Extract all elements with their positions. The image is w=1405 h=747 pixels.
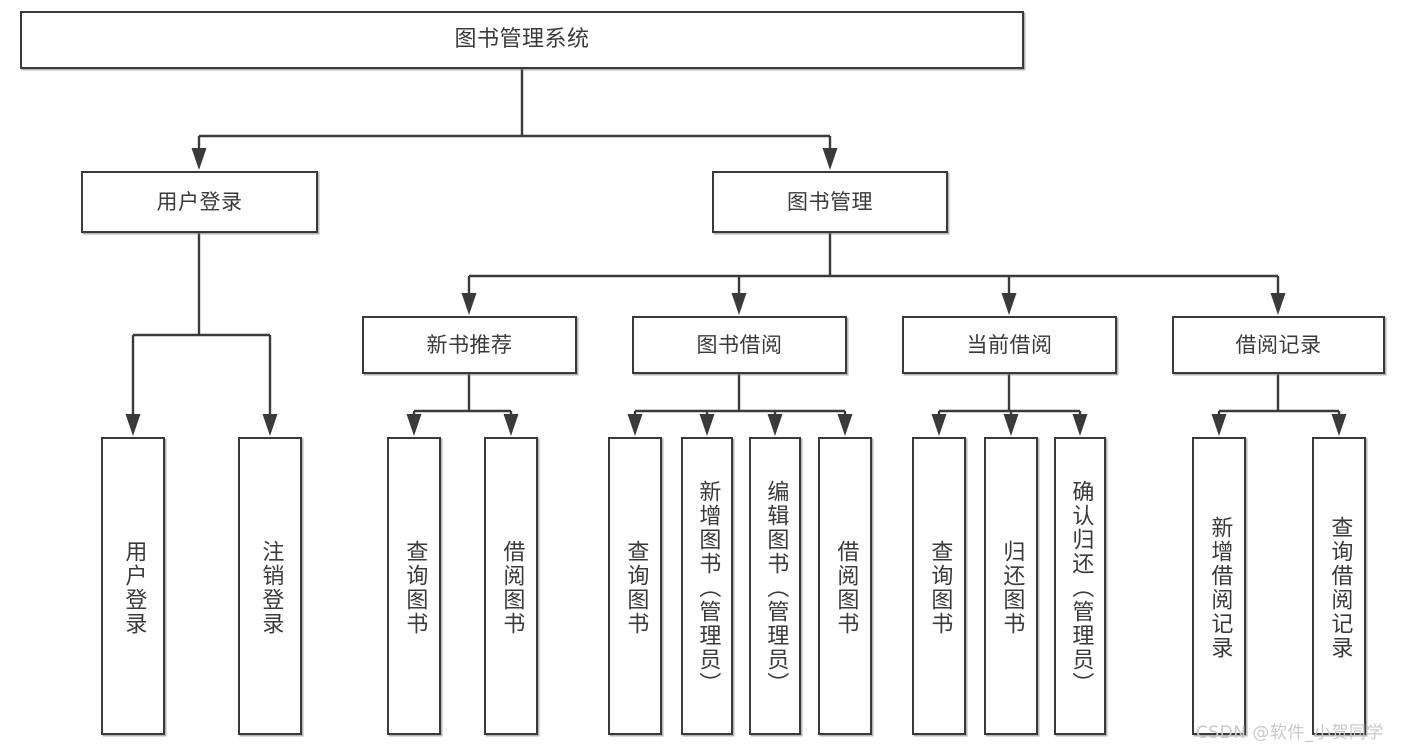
node-leaf-return-book[interactable]: 归还图书 <box>984 437 1038 735</box>
node-leaf-add-record-label: 新增借阅记录 <box>1207 516 1233 660</box>
node-leaf-query-book-3-label: 查询图书 <box>927 540 953 636</box>
node-root-label: 图书管理系统 <box>454 26 590 52</box>
arrow-current-borrow <box>1001 276 1017 315</box>
node-leaf-user-logout[interactable]: 注销登录 <box>238 437 302 735</box>
node-leaf-query-book-3[interactable]: 查询图书 <box>912 437 966 735</box>
arrow-leaf-borrow-book-1-head <box>503 414 519 436</box>
node-user-login-label: 用户登录 <box>156 189 243 214</box>
node-leaf-user-login-label: 用户登录 <box>121 540 147 636</box>
node-leaf-add-book[interactable]: 新增图书（管理员） <box>681 437 733 735</box>
node-new-book-recommend[interactable]: 新书推荐 <box>362 316 577 374</box>
arrow-book-manage-head <box>822 148 838 170</box>
arrow-leaf-query-book-2 <box>627 411 643 436</box>
bus-book-borrow <box>635 374 845 413</box>
arrow-leaf-edit-book-head <box>767 414 783 436</box>
arrow-book-borrow <box>731 276 747 315</box>
node-leaf-query-record[interactable]: 查询借阅记录 <box>1312 437 1366 735</box>
arrow-new-book-head <box>461 293 477 315</box>
arrow-leaf-add-record-head <box>1211 414 1227 436</box>
node-leaf-confirm-return-label: 确认归还（管理员） <box>1068 480 1094 696</box>
node-book-manage[interactable]: 图书管理 <box>712 171 948 233</box>
bus-current-borrow <box>939 374 1080 413</box>
arrow-leaf-borrow-book-2-head <box>837 414 853 436</box>
arrow-user-login-head <box>191 148 207 170</box>
node-leaf-user-login[interactable]: 用户登录 <box>101 437 165 735</box>
node-leaf-add-record[interactable]: 新增借阅记录 <box>1192 437 1246 735</box>
node-new-book-recommend-label: 新书推荐 <box>426 332 513 357</box>
node-leaf-borrow-book-2-label: 借阅图书 <box>833 540 859 636</box>
bus-root <box>199 69 830 138</box>
arrow-leaf-borrow-book-1 <box>503 411 519 436</box>
node-leaf-add-book-label: 新增图书（管理员） <box>695 480 721 696</box>
bus-book-manage <box>469 233 1278 278</box>
arrow-leaf-query-record-head <box>1331 414 1347 436</box>
arrow-leaf-user-login-head <box>125 414 141 436</box>
arrow-leaf-query-record <box>1331 411 1347 436</box>
bus-user-login <box>133 233 270 337</box>
node-leaf-query-book-1-label: 查询图书 <box>402 540 428 636</box>
arrow-book-borrow-head <box>731 293 747 315</box>
node-leaf-borrow-book-2[interactable]: 借阅图书 <box>818 437 872 735</box>
node-leaf-edit-book-label: 编辑图书（管理员） <box>763 480 789 696</box>
node-leaf-query-book-1[interactable]: 查询图书 <box>387 437 441 735</box>
node-current-borrow-label: 当前借阅 <box>966 332 1053 357</box>
node-leaf-return-book-label: 归还图书 <box>999 540 1025 636</box>
arrow-leaf-query-book-1 <box>406 411 422 436</box>
node-leaf-query-book-2[interactable]: 查询图书 <box>608 437 662 735</box>
node-borrow-record-label: 借阅记录 <box>1235 332 1322 357</box>
arrow-leaf-confirm-return-head <box>1072 414 1088 436</box>
node-leaf-query-record-label: 查询借阅记录 <box>1327 516 1353 660</box>
node-user-login[interactable]: 用户登录 <box>81 171 318 233</box>
arrow-leaf-confirm-return <box>1072 411 1088 436</box>
arrow-current-borrow-head <box>1001 293 1017 315</box>
arrow-leaf-edit-book <box>767 411 783 436</box>
arrow-leaf-user-login <box>125 335 141 436</box>
arrow-leaf-add-record <box>1211 411 1227 436</box>
arrow-leaf-return-book-head <box>1003 414 1019 436</box>
node-book-borrow-label: 图书借阅 <box>696 332 783 357</box>
node-borrow-record[interactable]: 借阅记录 <box>1172 316 1385 374</box>
bus-borrow-record <box>1219 374 1339 413</box>
node-leaf-borrow-book-1-label: 借阅图书 <box>499 540 525 636</box>
arrow-leaf-return-book <box>1003 411 1019 436</box>
arrow-user-login <box>191 136 207 170</box>
node-leaf-edit-book[interactable]: 编辑图书（管理员） <box>749 437 801 735</box>
node-book-borrow[interactable]: 图书借阅 <box>632 316 847 374</box>
node-leaf-query-book-2-label: 查询图书 <box>623 540 649 636</box>
node-leaf-confirm-return[interactable]: 确认归还（管理员） <box>1054 437 1106 735</box>
node-root-system[interactable]: 图书管理系统 <box>20 11 1024 69</box>
arrow-leaf-query-book-1-head <box>406 414 422 436</box>
arrow-leaf-borrow-book-2 <box>837 411 853 436</box>
arrow-leaf-user-logout <box>262 335 278 436</box>
arrow-leaf-user-logout-head <box>262 414 278 436</box>
arrow-book-manage <box>822 136 838 170</box>
bus-new-book <box>414 374 511 413</box>
arrow-leaf-add-book-head <box>699 414 715 436</box>
arrow-leaf-query-book-3-head <box>931 414 947 436</box>
node-current-borrow[interactable]: 当前借阅 <box>902 316 1117 374</box>
node-leaf-borrow-book-1[interactable]: 借阅图书 <box>484 437 538 735</box>
arrow-leaf-query-book-3 <box>931 411 947 436</box>
arrow-borrow-record-head <box>1270 293 1286 315</box>
node-book-manage-label: 图书管理 <box>787 189 873 214</box>
arrow-leaf-add-book <box>699 411 715 436</box>
arrow-borrow-record <box>1270 276 1286 315</box>
arrow-leaf-query-book-2-head <box>627 414 643 436</box>
arrow-new-book <box>461 276 477 315</box>
node-leaf-user-logout-label: 注销登录 <box>258 540 284 636</box>
